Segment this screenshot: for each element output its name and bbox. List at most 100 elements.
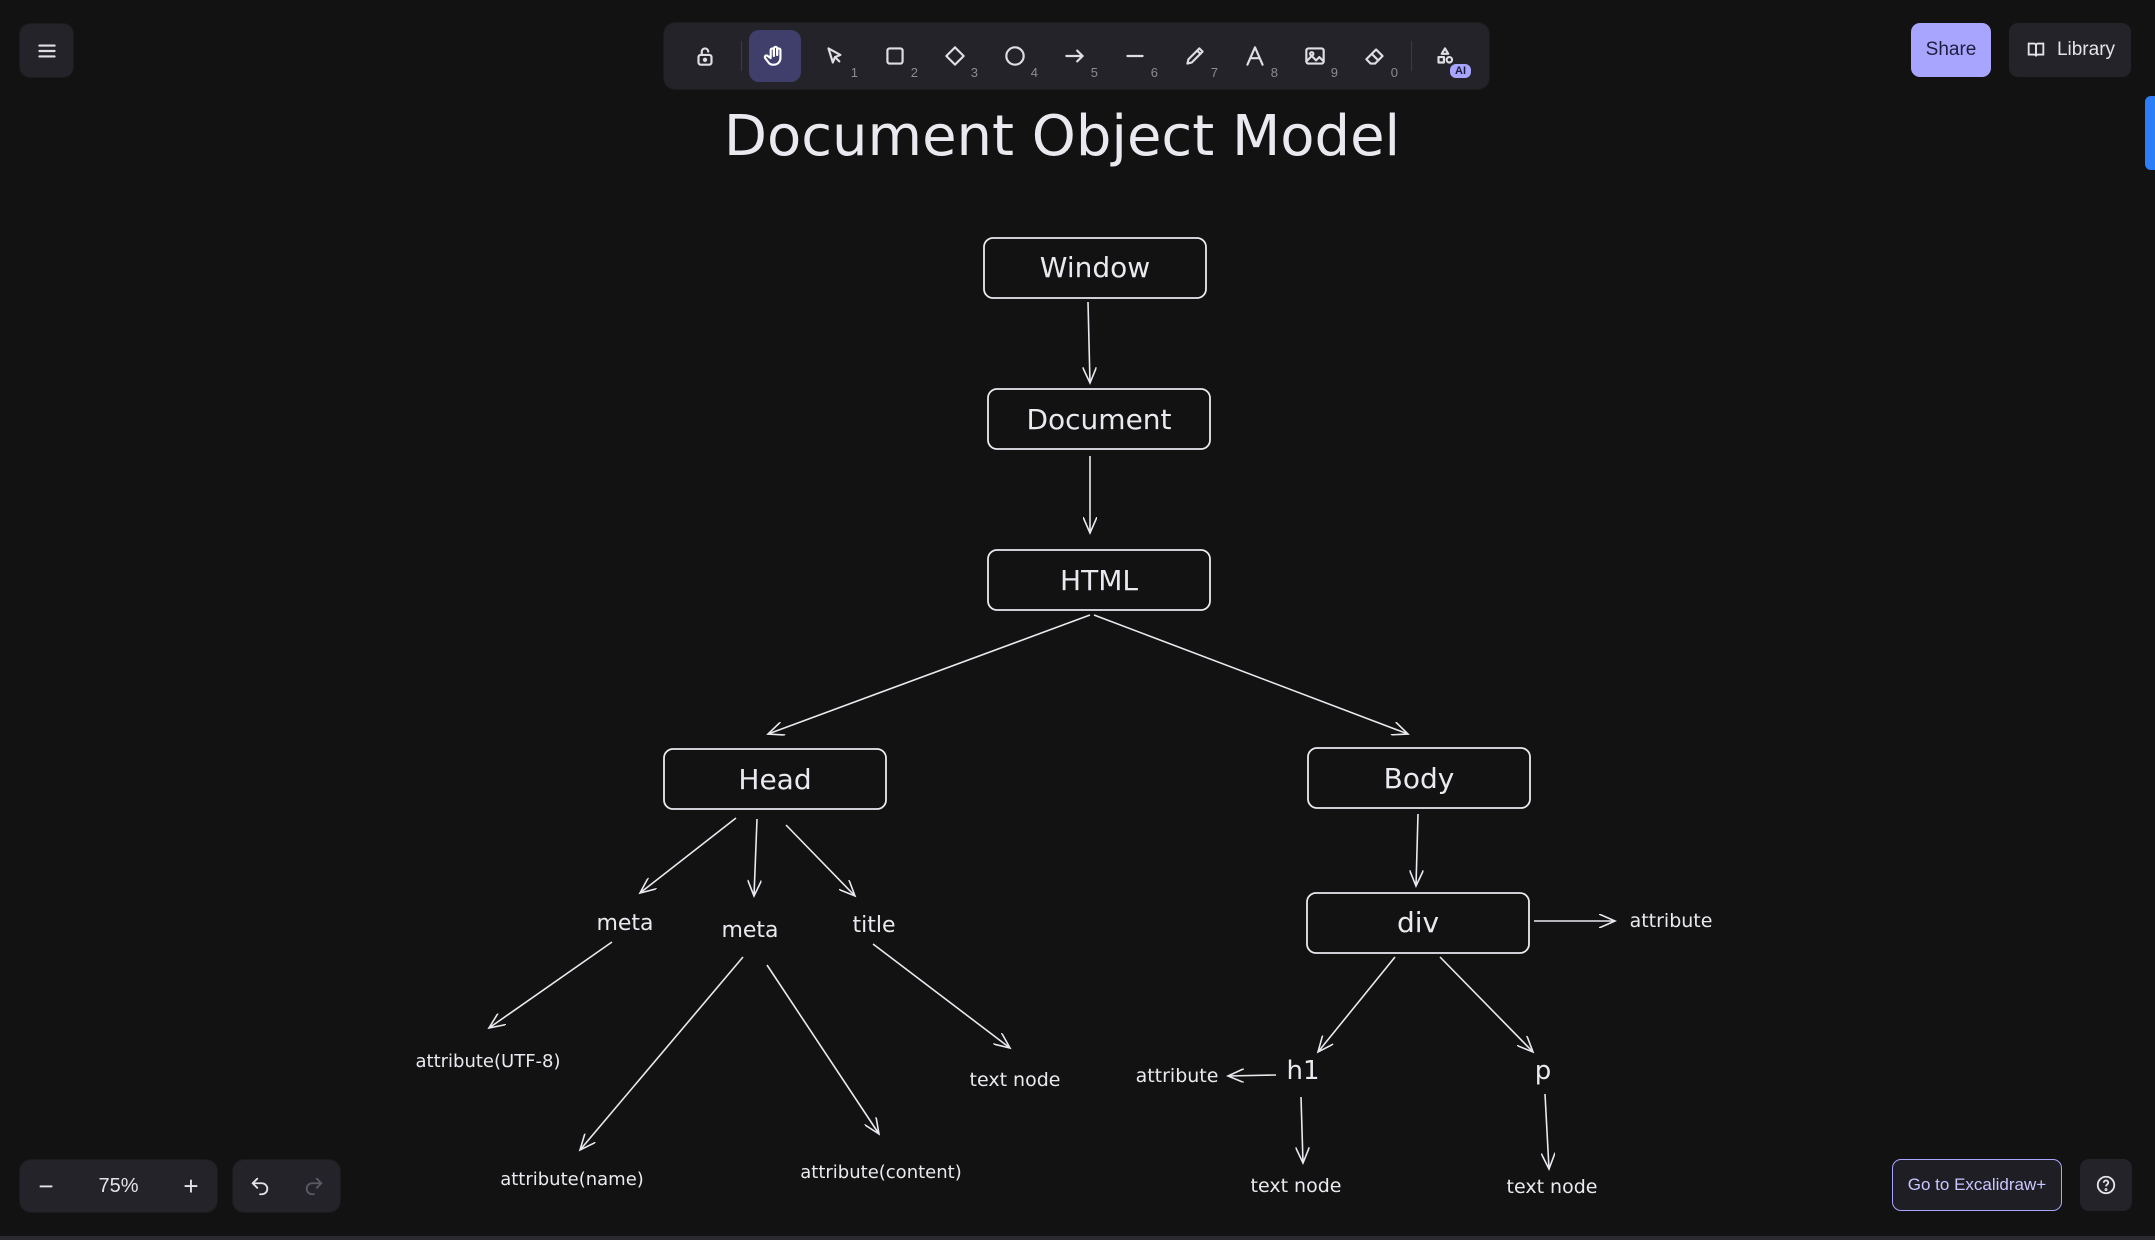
tool-shortcut: 8 [1270,65,1278,80]
zoom-in-button[interactable]: + [183,1170,199,1201]
arrow-h1-textnode[interactable] [1301,1096,1303,1163]
tool-shortcut: 4 [1030,65,1038,80]
image-icon [1305,47,1325,65]
window-node-box[interactable] [983,237,1207,299]
tool-shortcut: 0 [1390,65,1398,80]
arrow-tool-button[interactable]: 5 [1049,30,1101,82]
main-menu-button[interactable] [20,24,73,77]
h1-text-node-label[interactable]: text node [1251,1175,1342,1197]
line-icon [1126,54,1144,58]
more-tools-button[interactable]: AI [1419,30,1473,82]
document-node-label: Document [1026,403,1171,436]
arrow-window-document[interactable] [1088,301,1090,383]
tool-shortcut: 3 [970,65,978,80]
shapes-toolbar: 1 2 3 4 5 6 7 8 9 0 AI [664,23,1489,89]
eraser-tool-button[interactable]: 0 [1349,30,1401,82]
help-button[interactable] [2080,1159,2132,1211]
undo-redo-controls [233,1160,340,1212]
tool-shortcut: 9 [1330,65,1338,80]
arrow-icon [1065,49,1084,63]
diamond-icon [945,46,965,66]
diagram-title[interactable]: Document Object Model [724,104,1400,169]
arrow-head-meta1[interactable] [640,817,737,893]
rectangle-tool-button[interactable]: 2 [869,30,921,82]
hand-icon [763,45,782,66]
ellipse-tool-button[interactable]: 4 [989,30,1041,82]
h1-label[interactable]: h1 [1286,1056,1319,1086]
arrow-head-title[interactable] [785,824,855,896]
arrow-html-body[interactable] [1093,614,1408,734]
ellipse-icon [1005,46,1025,66]
tool-shortcut: 6 [1150,65,1158,80]
lock-icon [697,47,713,66]
hamburger-icon [37,44,56,57]
image-tool-button[interactable]: 9 [1289,30,1341,82]
arrow-h1-attribute[interactable] [1228,1075,1277,1076]
arrow-html-head[interactable] [768,614,1091,734]
div-attribute-label[interactable]: attribute [1630,910,1713,932]
zoom-out-button[interactable]: − [38,1170,54,1201]
text-icon [1246,46,1264,66]
eraser-icon [1365,48,1384,65]
text-tool-button[interactable]: 8 [1229,30,1281,82]
tool-shortcut: 7 [1210,65,1218,80]
body-node-box[interactable] [1307,747,1531,809]
arrow-head-meta2[interactable] [754,818,757,896]
div-node-box[interactable] [1306,892,1530,954]
meta-label-2[interactable]: meta [721,918,778,943]
document-node-box[interactable] [987,388,1211,450]
zoom-controls: − 75% + [20,1160,217,1212]
line-tool-button[interactable]: 6 [1109,30,1161,82]
undo-button[interactable] [233,1160,286,1212]
arrow-title-textnode[interactable] [872,943,1010,1048]
lock-tool-button[interactable] [679,30,731,82]
arrow-p-textnode[interactable] [1545,1093,1549,1169]
arrow-div-h1[interactable] [1318,956,1396,1052]
window-node-label: Window [1040,251,1150,284]
toolbar-divider [1411,41,1412,71]
meta-label-1[interactable]: meta [596,911,653,936]
arrow-meta1-utf8[interactable] [489,941,613,1028]
p-text-node-label[interactable]: text node [1507,1176,1598,1198]
hand-tool-button[interactable] [749,30,801,82]
div-node-label: div [1397,906,1439,939]
zoom-reset-button[interactable]: 75% [98,1174,139,1197]
p-label[interactable]: p [1535,1056,1552,1086]
rectangle-icon [886,47,904,65]
title-text-node-label[interactable]: text node [970,1069,1061,1091]
undo-icon [251,1177,268,1196]
library-button[interactable]: Library [2009,23,2131,77]
h1-attribute-label[interactable]: attribute [1136,1065,1219,1087]
pencil-icon [1186,47,1204,65]
pencil-tool-button[interactable]: 7 [1169,30,1221,82]
arrow-meta2-content[interactable] [766,964,879,1134]
more-tools-icon [1437,47,1454,64]
head-node-label: Head [738,763,811,796]
html-node-label: HTML [1060,564,1138,597]
html-node-box[interactable] [987,549,1211,611]
bottom-edge [0,1236,2155,1240]
tool-shortcut: 2 [910,65,918,80]
selection-icon [827,47,842,64]
diamond-tool-button[interactable]: 3 [929,30,981,82]
arrow-meta2-name[interactable] [580,956,744,1150]
go-to-excalidraw-plus-button[interactable]: Go to Excalidraw+ [1892,1159,2062,1211]
share-button[interactable]: Share [1911,23,1991,77]
attribute-name-label[interactable]: attribute(name) [500,1169,644,1190]
arrow-div-p[interactable] [1439,956,1533,1052]
redo-button[interactable] [287,1160,340,1212]
attribute-content-label[interactable]: attribute(content) [800,1162,961,1183]
attribute-utf8-label[interactable]: attribute(UTF-8) [415,1051,560,1072]
book-icon [2027,42,2045,57]
sidebar-toggle-tab[interactable] [2145,96,2155,170]
ai-badge: AI [1448,62,1473,80]
title-label[interactable]: title [852,913,895,938]
library-label: Library [2056,39,2116,60]
help-icon [2096,1175,2116,1195]
arrow-body-div[interactable] [1416,813,1418,886]
selection-tool-button[interactable]: 1 [809,30,861,82]
head-node-box[interactable] [663,748,887,810]
redo-icon [305,1177,322,1196]
tool-shortcut: 5 [1090,65,1098,80]
